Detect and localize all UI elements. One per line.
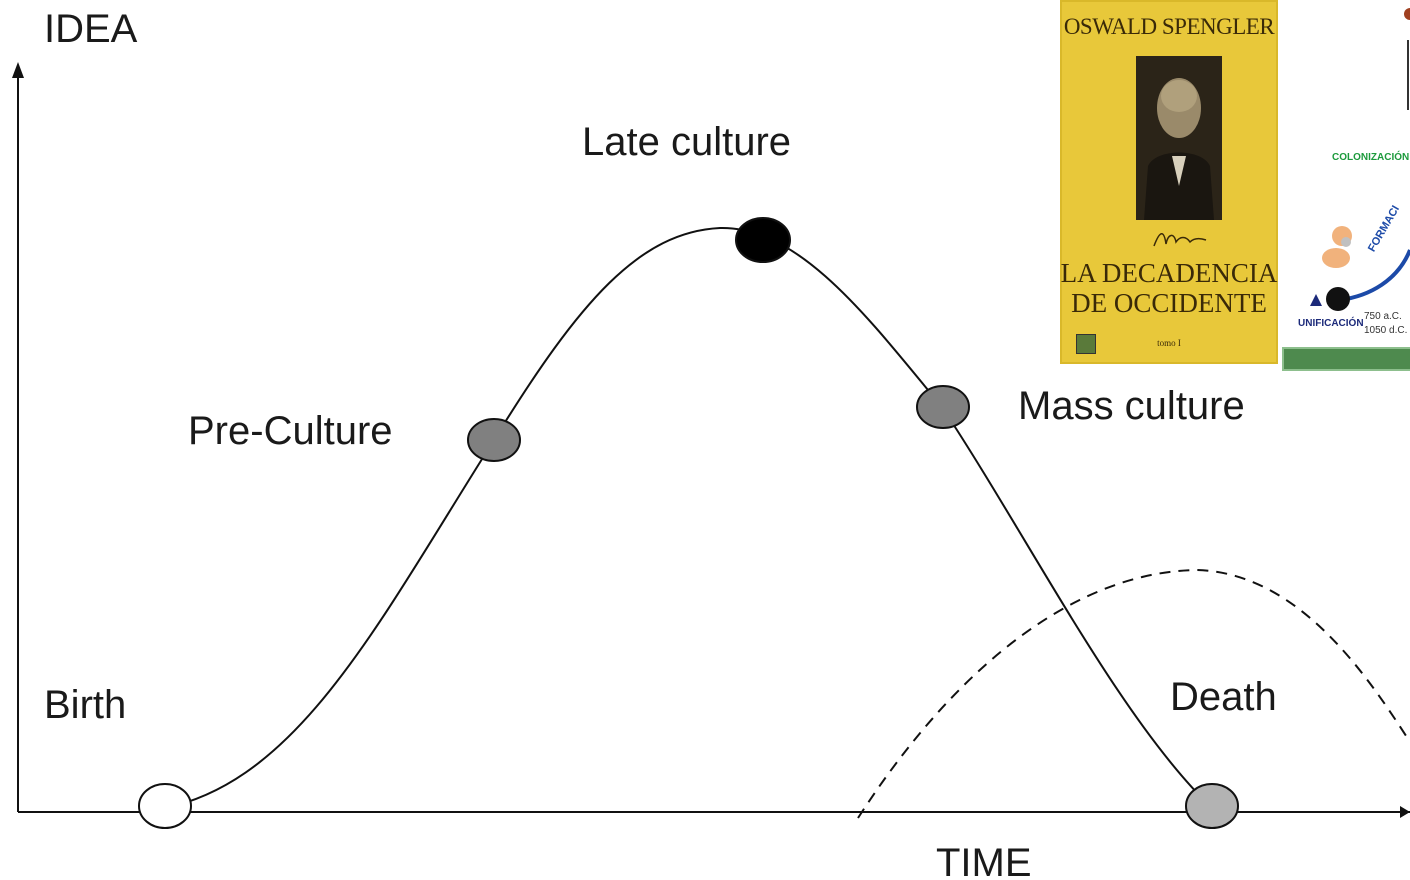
colonizacion-label: COLONIZACIÓN	[1332, 152, 1410, 163]
red-dot-icon	[1404, 8, 1410, 20]
book-cover: OSWALD SPENGLER LA DECADENCIA DE OCCIDEN…	[1060, 0, 1278, 364]
mass-culture-label: Mass culture	[1018, 384, 1245, 428]
blue-arc	[1339, 249, 1410, 302]
book-volume: tomo I	[1157, 338, 1181, 348]
x-axis-label: TIME	[936, 841, 1032, 880]
next-culture-curve	[857, 568, 1410, 819]
mass-culture-marker	[916, 385, 970, 429]
green-bar	[1282, 347, 1410, 371]
history-inset-diagram: COLONIZACIÓN FORMACI UNIFICACIÓN 750 a.C…	[1280, 0, 1410, 380]
y-axis-label: IDEA	[44, 7, 138, 51]
timeline-dot	[1326, 287, 1350, 311]
book-author: OSWALD SPENGLER	[1063, 14, 1275, 39]
birth-label: Birth	[44, 683, 126, 727]
signature-icon	[1153, 233, 1207, 247]
publisher-logo-icon	[1076, 334, 1096, 354]
author-portrait	[1136, 56, 1222, 220]
y-axis-arrow	[12, 62, 24, 78]
book-title: LA DECADENCIA DE OCCIDENTE	[1060, 258, 1278, 318]
late-culture-label: Late culture	[582, 120, 791, 164]
x-axis-arrow	[1400, 806, 1410, 818]
date-label-1: 750 a.C.	[1364, 311, 1402, 322]
late-culture-marker	[735, 217, 791, 263]
birth-marker	[138, 783, 192, 829]
book-title-line-2: DE OCCIDENTE	[1071, 288, 1267, 318]
baby-icon	[1322, 226, 1352, 268]
pre-culture-label: Pre-Culture	[188, 409, 393, 453]
date-label-2: 1050 d.C.	[1364, 325, 1408, 336]
inset-graphics	[1310, 8, 1410, 311]
up-arrow-icon	[1310, 294, 1322, 306]
culture-curve	[164, 226, 1213, 809]
death-marker	[1185, 783, 1239, 829]
book-title-line-1: LA DECADENCIA	[1060, 258, 1278, 288]
pre-culture-marker	[467, 418, 521, 462]
death-label: Death	[1170, 675, 1277, 719]
unificacion-label: UNIFICACIÓN	[1298, 318, 1364, 329]
